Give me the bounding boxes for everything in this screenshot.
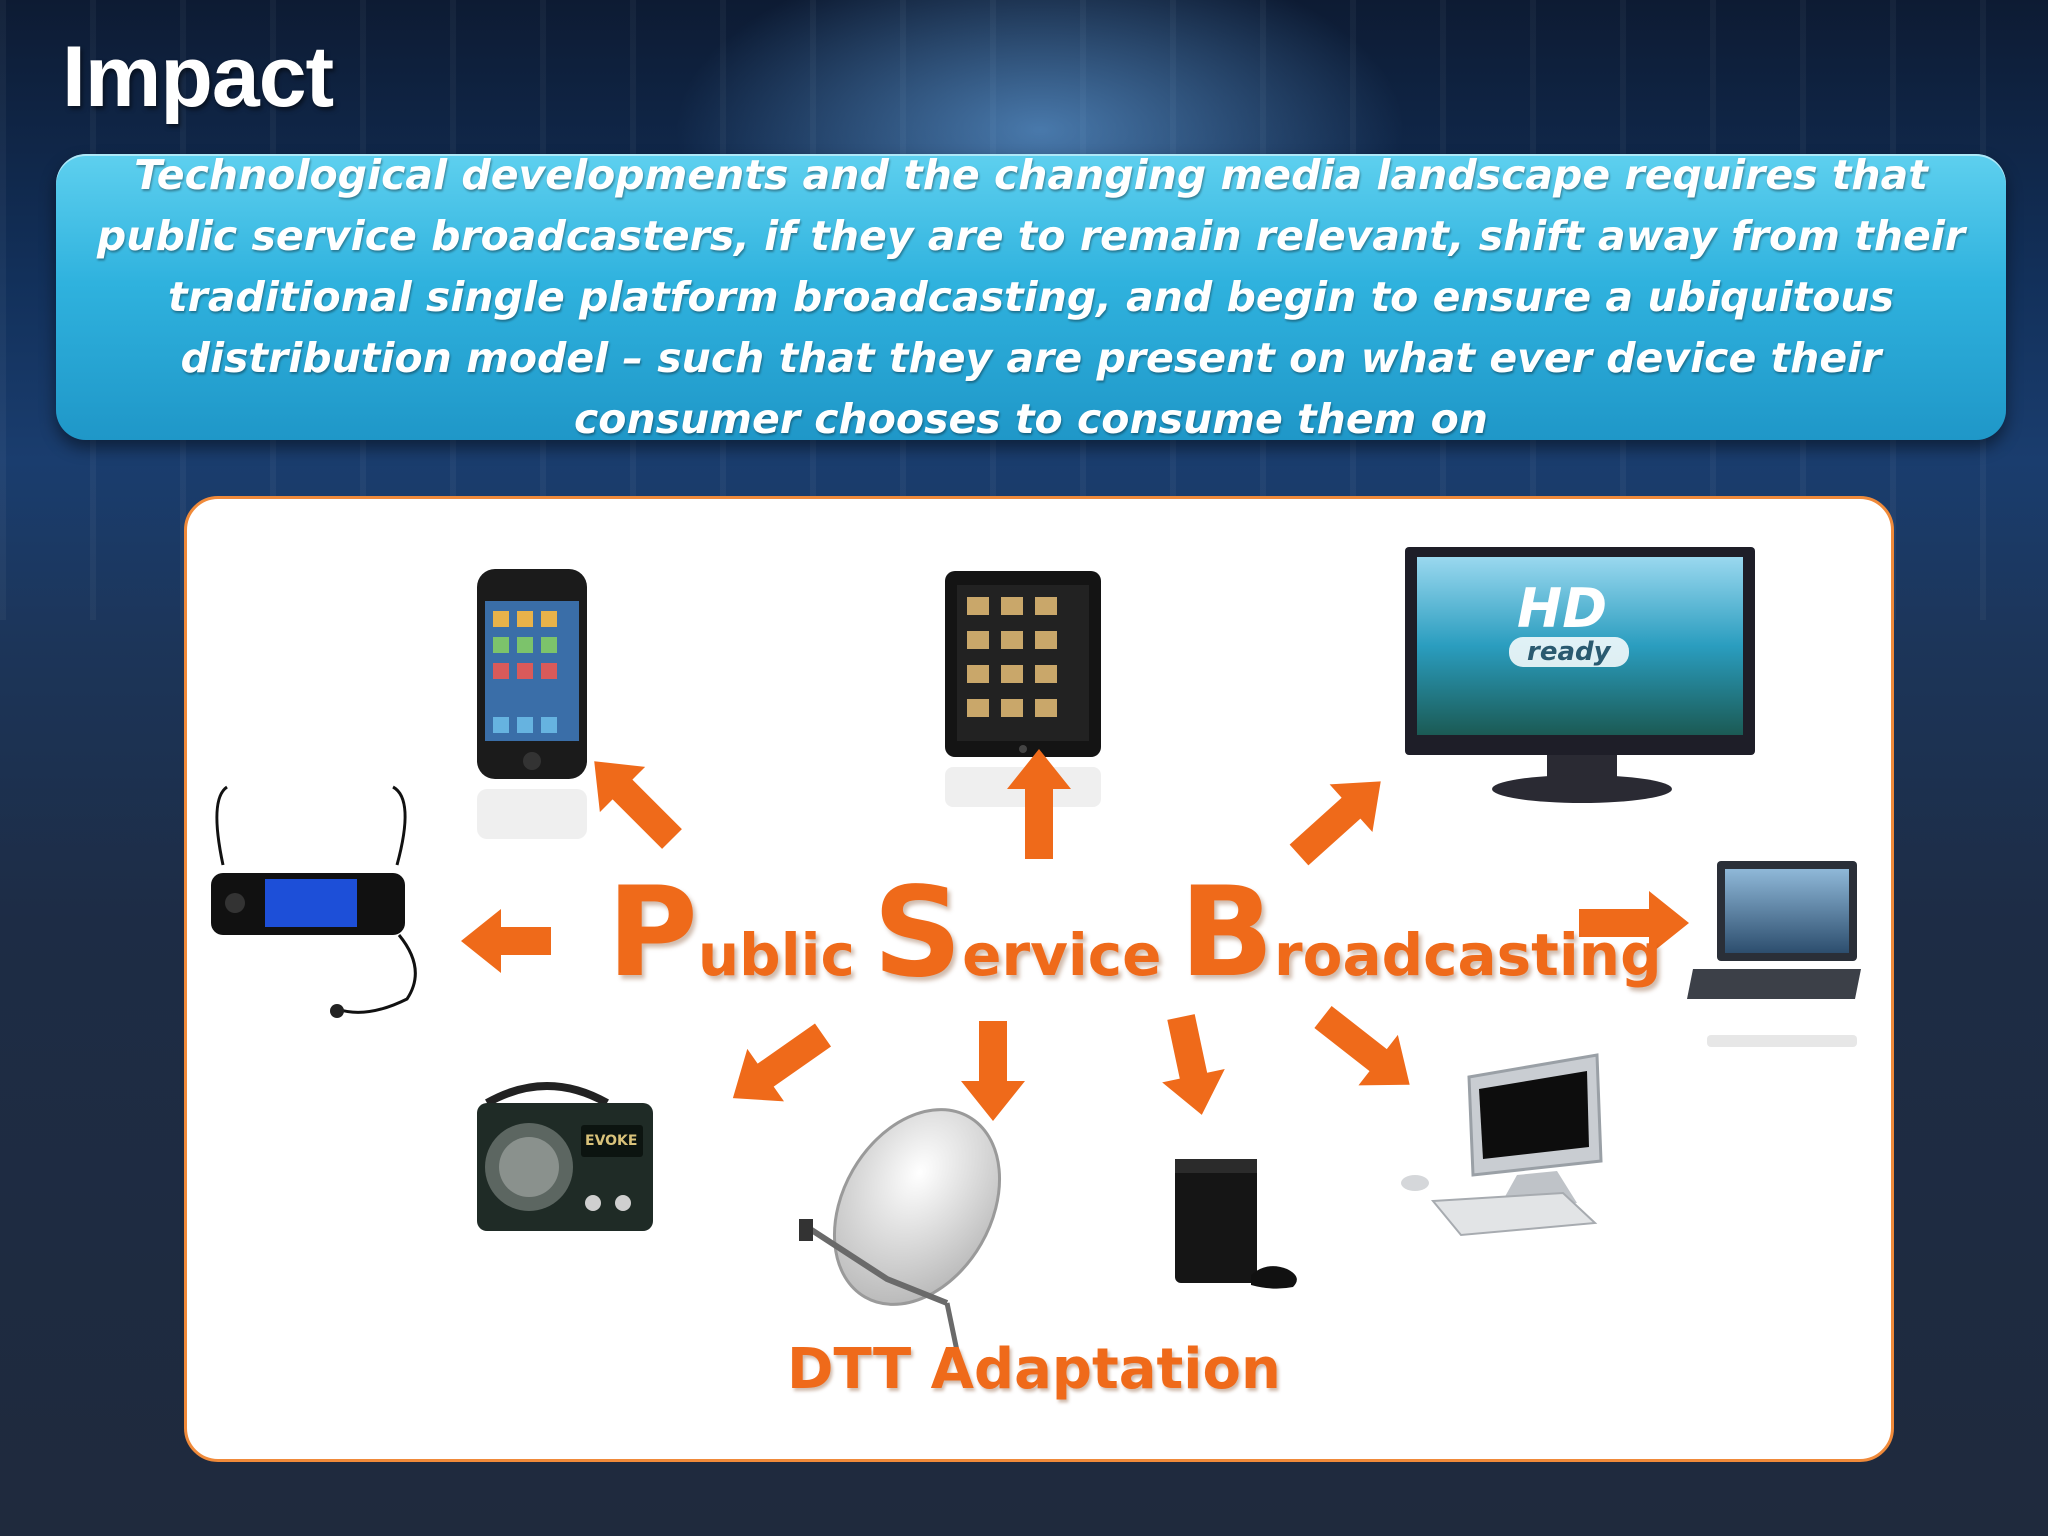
media-player-icon: [211, 785, 417, 1018]
arrow-to-tablet: [1007, 749, 1071, 859]
psb-ervice: ervice: [962, 921, 1162, 989]
desktop-computer-icon: [1401, 1053, 1603, 1237]
psb-roadcasting: roadcasting: [1274, 921, 1662, 989]
dtt-adaptation-label: DTT Adaptation: [787, 1337, 1281, 1402]
diagram-panel: HD ready: [184, 496, 1894, 1462]
arrow-to-desktop: [1314, 1005, 1410, 1086]
satellite-dish-icon: [799, 1108, 1002, 1352]
diagram-graphics: HD ready: [211, 547, 1861, 1352]
arrow-to-laptop: [1579, 891, 1689, 955]
psb-b: B: [1179, 861, 1275, 1005]
radio-display-text: EVOKE: [585, 1133, 637, 1149]
digital-radio-icon: EVOKE: [477, 1082, 653, 1231]
arrow-to-smartphone: [594, 761, 682, 849]
callout-text: Technological developments and the chang…: [96, 150, 1966, 443]
callout-box: Technological developments and the chang…: [56, 151, 2006, 443]
arrows-group: [461, 749, 1689, 1121]
arrow-to-radio: [732, 1023, 832, 1102]
tv-hd-text: HD: [1517, 577, 1607, 640]
slide-title: Impact: [62, 29, 334, 125]
game-console-icon: [1175, 1159, 1297, 1289]
laptop-icon: [1687, 861, 1861, 1047]
arrow-to-console: [1162, 1014, 1225, 1115]
psb-p: P: [607, 861, 698, 1005]
smartphone-icon: [477, 569, 587, 839]
psb-s: S: [872, 861, 963, 1005]
arrow-to-dish: [961, 1021, 1025, 1121]
hd-tv-icon: HD ready: [1405, 547, 1755, 803]
arrow-to-tv: [1289, 781, 1381, 866]
psb-ublic: ublic: [697, 921, 855, 989]
arrow-to-media-player: [461, 909, 551, 973]
tv-ready-text: ready: [1527, 637, 1612, 667]
